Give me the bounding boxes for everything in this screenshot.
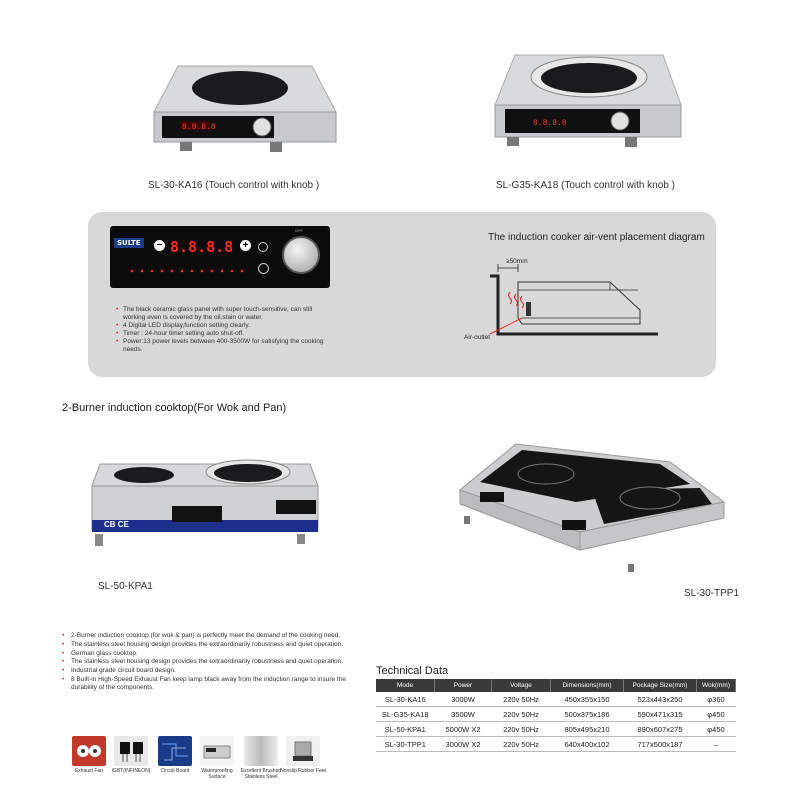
feature-bullet: The stainless steel housing design provi… <box>62 658 352 666</box>
table-cell: 3500W <box>434 706 492 722</box>
table-cell: φ450 <box>696 706 736 722</box>
power-icon <box>258 263 269 274</box>
table-cell: 220v 50Hz <box>491 721 551 737</box>
level-indicator-row <box>130 269 244 273</box>
table-cell: SL-30-TPP1 <box>376 736 435 752</box>
feature-label: Excellent Brushed Stainless Steel <box>240 768 282 780</box>
certification-badge: CB CE <box>104 520 129 529</box>
table-cell: 450x355x150 <box>550 692 624 707</box>
fan-icon <box>72 736 106 766</box>
column-header: Dimensions(mm) <box>550 679 624 692</box>
technical-data-table: Mode Power Voltage Dimensions(mm) Pockag… <box>376 679 736 752</box>
air-vent-diagram <box>489 264 658 336</box>
table-row: SL-50-KPA1 5000W X2 220v 50Hz 805x495x21… <box>376 721 736 737</box>
control-panel-closeup: SULTE – 8.8.8.8 + OFF <box>110 226 330 288</box>
air-outlet-label: Air-outlet <box>464 334 491 341</box>
feature-bullet: 2-Burner induction cooktop (for wok & pa… <box>62 632 352 640</box>
panel-bullet: Power:13 power levels between 400-3500W … <box>116 338 336 354</box>
product-caption: SL-30-KA16 (Touch control with knob ) <box>148 180 320 191</box>
feature-label: IGBT(INFINEON) <box>111 768 151 774</box>
product-image-sl-g35-ka18: 8.8.8.8 <box>494 54 682 147</box>
table-cell: 805x495x210 <box>550 721 624 737</box>
panel-bullet: The black ceramic glass panel with super… <box>116 306 336 322</box>
clearance-label: ≥50mm <box>506 258 528 265</box>
feature-bullet: German glass cooktop. <box>62 650 352 658</box>
knob-icon <box>282 236 320 274</box>
steel-icon <box>244 736 278 766</box>
table-row: SL-G35-KA18 3500W 220v 50Hz 500x375x186 … <box>376 706 736 722</box>
table-cell: 3000W X2 <box>434 736 492 752</box>
table-header-row: Mode Power Voltage Dimensions(mm) Pockag… <box>376 679 736 692</box>
led-display: 8.8.8.8 <box>170 238 234 256</box>
svg-text:8.8.8.8: 8.8.8.8 <box>533 119 567 128</box>
chip-icon <box>114 736 148 766</box>
brand-logo: SULTE <box>114 238 144 248</box>
table-cell: 640x400x102 <box>550 736 624 752</box>
table-cell: – <box>696 736 736 752</box>
table-cell: φ360 <box>696 692 736 707</box>
column-header: Power <box>434 679 492 692</box>
column-header: Voltage <box>491 679 551 692</box>
table-cell: 220v 50Hz <box>491 736 551 752</box>
product-image-sl-30-ka16: 8.8.8.8 <box>153 65 337 152</box>
table-row: SL-30-TPP1 3000W X2 220v 50Hz 640x400x10… <box>376 736 736 752</box>
table-cell: 500x375x186 <box>550 706 624 722</box>
table-cell: 220v 50Hz <box>491 692 551 707</box>
table-cell: SL-50-KPA1 <box>376 721 435 737</box>
table-row: SL-30-KA16 3000W 220v 50Hz 450x355x150 5… <box>376 692 736 707</box>
table-cell: 717x500x187 <box>623 736 697 752</box>
table-cell: 523x443x250 <box>623 692 697 707</box>
table-cell: SL-30-KA16 <box>376 692 435 707</box>
table-cell: 890x607x275 <box>623 721 697 737</box>
feature-label: Waterproofing Surface <box>201 768 233 780</box>
knob-label: OFF <box>295 228 303 233</box>
cooktop-feature-list: 2-Burner induction cooktop (for wok & pa… <box>62 632 352 693</box>
table-cell: 220v 50Hz <box>491 706 551 722</box>
feature-label: Exhaust Fan <box>74 768 104 774</box>
table-cell: SL-G35-KA18 <box>376 706 435 722</box>
feature-bullet: Industrial grade circuit board design. <box>62 667 352 675</box>
timer-icon <box>258 242 268 252</box>
table-cell: φ450 <box>696 721 736 737</box>
column-header: Mode <box>376 679 435 692</box>
plus-icon: + <box>240 240 251 251</box>
table-cell: 590x471x315 <box>623 706 697 722</box>
feature-label: Circuit Board <box>160 768 190 774</box>
section-title: 2-Burner induction cooktop(For Wok and P… <box>62 402 287 414</box>
feature-bullet: The stainless steel housing design provi… <box>62 641 352 649</box>
product-image-sl-30-tpp1 <box>458 443 726 572</box>
table-cell: 5000W X2 <box>434 721 492 737</box>
panel-feature-list: The black ceramic glass panel with super… <box>116 306 336 354</box>
panel-bullet: 4 Digital LED display,function setting c… <box>116 322 336 330</box>
minus-icon: – <box>154 240 165 251</box>
product-caption: SL-30-TPP1 <box>684 588 740 599</box>
circuit-icon <box>158 736 192 766</box>
column-header: Pockage Size(mm) <box>623 679 697 692</box>
table-title: Technical Data <box>376 665 449 677</box>
foot-icon <box>286 736 320 766</box>
diagram-title: The induction cooker air-vent placement … <box>488 232 705 243</box>
feature-label: Nonslip Rubber Feet <box>280 768 326 774</box>
column-header: Wok(mm) <box>696 679 736 692</box>
panel-bullet: Timer : 24-hour timer setting auto shut-… <box>116 330 336 338</box>
product-caption: SL-50-KPA1 <box>98 581 153 592</box>
table-cell: 3000W <box>434 692 492 707</box>
product-image-sl-50-kpa1 <box>91 459 319 546</box>
svg-text:8.8.8.8: 8.8.8.8 <box>182 123 216 132</box>
cooker-icon <box>200 736 234 766</box>
feature-bullet: 8 Built-in High-Speed Exhaust Fan keep l… <box>62 676 352 692</box>
product-caption: SL-G35-KA18 (Touch control with knob ) <box>496 180 675 191</box>
